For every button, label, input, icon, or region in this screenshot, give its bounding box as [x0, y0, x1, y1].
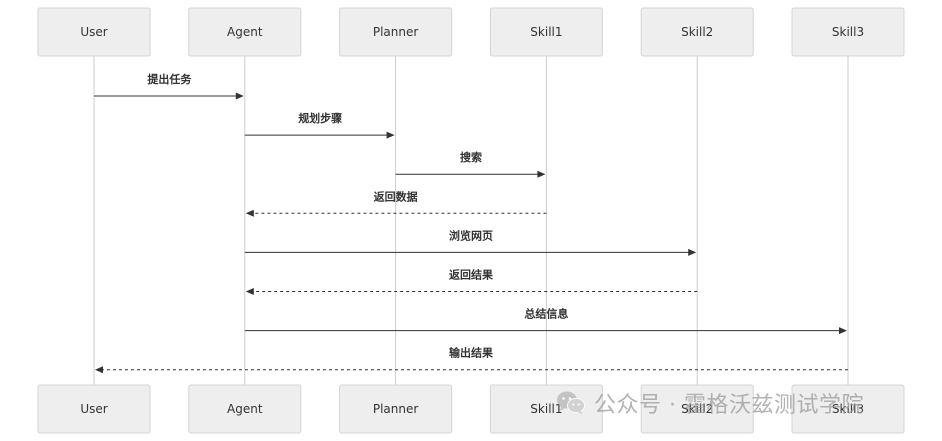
actor-user-top: User: [37, 7, 151, 57]
actor-agent-bottom: Agent: [188, 384, 302, 434]
watermark: 公众号 · 霍格沃兹测试学院: [556, 386, 864, 420]
actors-top: User Agent Planner Skill1 Skill2 Skill3: [37, 7, 905, 57]
actor-skill3-bottom: Skill3: [791, 384, 905, 434]
actor-label: Planner: [373, 402, 419, 416]
actor-skill2-top: Skill2: [640, 7, 754, 57]
actor-label: Agent: [227, 402, 263, 416]
arrowhead-icon: [235, 92, 244, 100]
actor-label: Skill3: [832, 25, 864, 39]
actor-box: [791, 384, 905, 434]
message-label: 总结信息: [524, 307, 568, 321]
actor-label: Skill3: [832, 402, 864, 416]
actor-box: [339, 7, 453, 57]
watermark-text: 公众号 · 霍格沃兹测试学院: [594, 393, 864, 418]
actor-box: [640, 384, 754, 434]
actor-box: [37, 384, 151, 434]
wechat-icon: [556, 390, 586, 416]
arrowhead-icon: [537, 170, 546, 178]
arrowhead-icon: [386, 131, 395, 139]
arrowhead-icon: [95, 366, 103, 374]
actor-user-bottom: User: [37, 384, 151, 434]
actor-box: [188, 7, 302, 57]
actor-box: [791, 7, 905, 57]
message-label: 浏览网页: [449, 228, 493, 242]
actor-label: Skill2: [681, 25, 713, 39]
lifelines: [93, 56, 849, 385]
message-3: 搜索: [395, 150, 546, 178]
actor-skill2-bottom: Skill2: [640, 384, 754, 434]
actor-skill3-top: Skill3: [791, 7, 905, 57]
actor-planner-top: Planner: [339, 7, 453, 57]
actor-box: [188, 384, 302, 434]
arrowhead-icon: [245, 209, 254, 217]
message-2: 规划步骤: [244, 111, 395, 139]
message-6: 返回结果: [245, 268, 698, 295]
actor-label: Skill2: [681, 402, 713, 416]
arrowhead-icon: [688, 248, 697, 256]
actor-label: User: [80, 402, 107, 416]
message-7: 总结信息: [244, 307, 847, 335]
message-label: 输出结果: [449, 346, 493, 360]
message-5: 浏览网页: [244, 228, 697, 256]
actor-label: User: [80, 25, 107, 39]
actor-planner-bottom: Planner: [339, 384, 453, 434]
actor-box: [640, 7, 754, 57]
arrowhead-icon: [245, 288, 254, 295]
actor-box: [37, 7, 151, 57]
actor-box: [339, 384, 453, 434]
actor-label: Agent: [227, 25, 263, 39]
message-1: 提出任务: [94, 72, 244, 100]
message-label: 提出任务: [147, 72, 192, 86]
message-4: 返回数据: [245, 189, 547, 217]
message-label: 规划步骤: [298, 111, 342, 125]
message-label: 搜索: [460, 150, 482, 164]
arrowhead-icon: [839, 327, 847, 335]
actor-label: Skill1: [530, 402, 562, 416]
message-8: 输出结果: [95, 346, 848, 374]
message-label: 返回数据: [374, 189, 418, 203]
actor-label: Planner: [373, 25, 419, 39]
actor-box: [489, 7, 603, 57]
message-label: 返回结果: [449, 268, 493, 282]
actor-skill1-top: Skill1: [489, 7, 603, 57]
actor-label: Skill1: [530, 25, 562, 39]
actor-agent-top: Agent: [188, 7, 302, 57]
